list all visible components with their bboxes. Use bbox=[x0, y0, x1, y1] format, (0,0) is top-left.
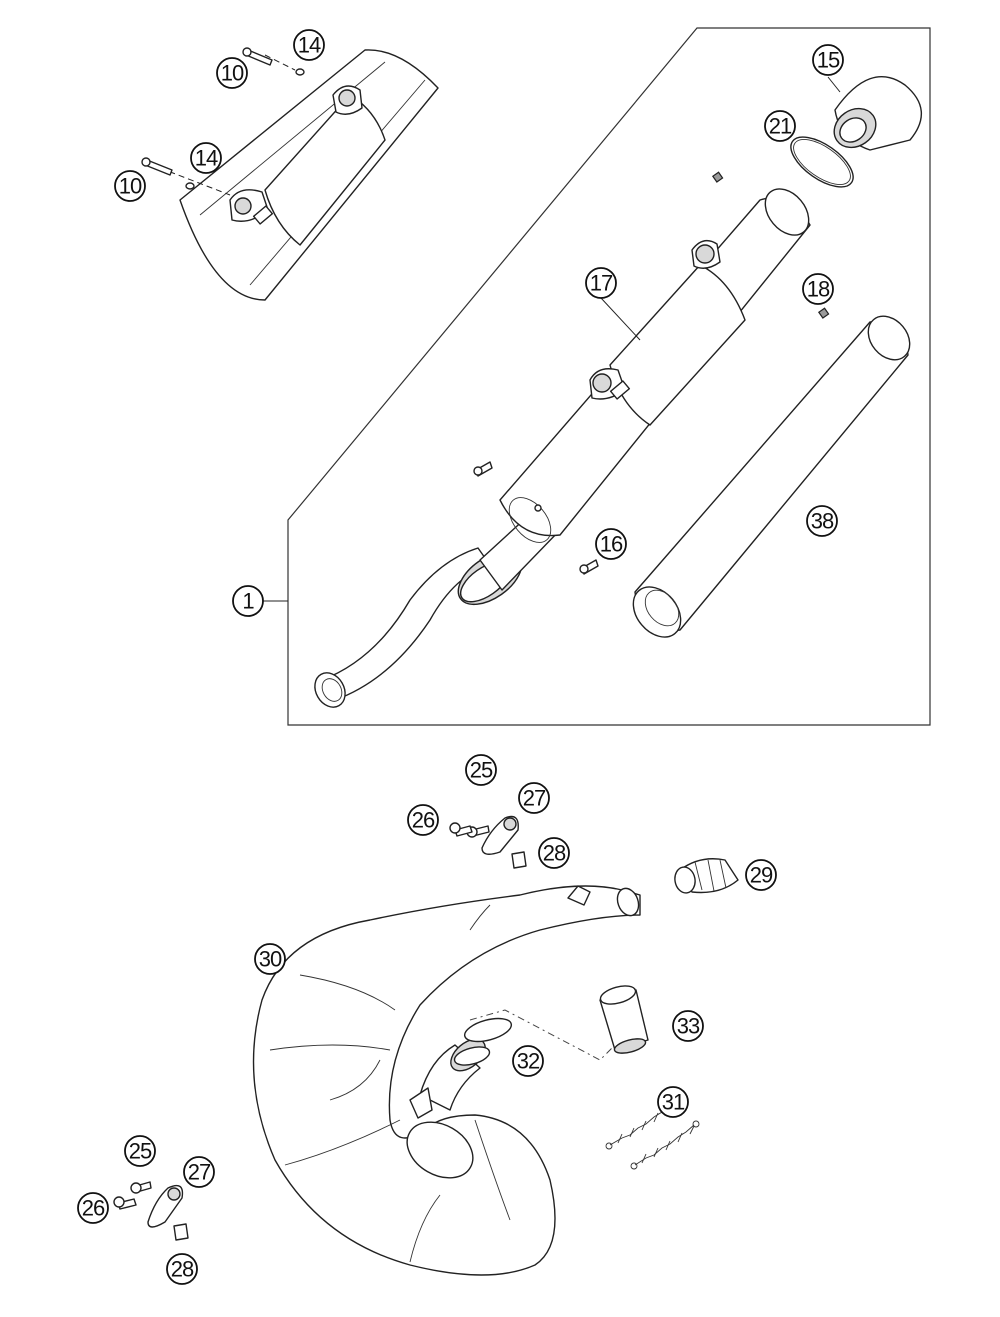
callout-26-upper: 26 bbox=[407, 804, 439, 836]
silencer-packing bbox=[632, 315, 911, 638]
callout-25-lower: 25 bbox=[124, 1135, 156, 1167]
callout-label: 14 bbox=[195, 146, 218, 171]
callout-label: 16 bbox=[600, 532, 623, 557]
silencer-assembly bbox=[314, 76, 923, 708]
callout-label: 15 bbox=[817, 48, 840, 73]
callout-17: 17 bbox=[585, 267, 617, 299]
callout-18: 18 bbox=[802, 273, 834, 305]
assembly-frame bbox=[287, 27, 931, 726]
callout-27-upper: 27 bbox=[518, 782, 550, 814]
callout-38: 38 bbox=[806, 505, 838, 537]
callout-label: 10 bbox=[119, 174, 142, 199]
callout-32: 32 bbox=[512, 1045, 544, 1077]
callout-label: 25 bbox=[470, 758, 493, 783]
callout-27-lower: 27 bbox=[183, 1156, 215, 1188]
callout-label: 33 bbox=[677, 1014, 700, 1039]
springs bbox=[605, 1100, 700, 1170]
callout-31: 31 bbox=[657, 1086, 689, 1118]
callout-14-upper: 14 bbox=[293, 29, 325, 61]
callout-label: 25 bbox=[129, 1139, 152, 1164]
callout-28-lower: 28 bbox=[166, 1253, 198, 1285]
callout-label: 26 bbox=[412, 808, 435, 833]
callout-15: 15 bbox=[812, 44, 844, 76]
callout-10-lower: 10 bbox=[114, 170, 146, 202]
upper-bracket-hardware bbox=[449, 815, 527, 869]
callout-label: 29 bbox=[750, 863, 773, 888]
callout-label: 1 bbox=[242, 589, 254, 614]
callout-label: 17 bbox=[590, 271, 613, 296]
exhaust-header-pipe bbox=[252, 885, 641, 1276]
callout-label: 18 bbox=[807, 277, 830, 302]
callout-label: 14 bbox=[298, 33, 321, 58]
callout-label: 26 bbox=[82, 1196, 105, 1221]
callout-label: 10 bbox=[221, 61, 244, 86]
callout-10-upper: 10 bbox=[216, 57, 248, 89]
callout-25-upper: 25 bbox=[465, 754, 497, 786]
lower-bracket-hardware bbox=[113, 1181, 189, 1241]
callout-label: 27 bbox=[523, 786, 546, 811]
header-o-ring bbox=[453, 1017, 513, 1066]
callout-label: 27 bbox=[188, 1160, 211, 1185]
callout-26-lower: 26 bbox=[77, 1192, 109, 1224]
callout-label: 21 bbox=[769, 114, 792, 139]
rubber-sleeve bbox=[674, 858, 739, 894]
callout-30: 30 bbox=[254, 943, 286, 975]
callout-label: 28 bbox=[543, 841, 566, 866]
guide-line bbox=[469, 1009, 621, 1061]
detail-clamp-on-tube bbox=[141, 47, 439, 301]
callout-28-upper: 28 bbox=[538, 837, 570, 869]
callout-14-lower: 14 bbox=[190, 142, 222, 174]
callout-label: 32 bbox=[517, 1049, 540, 1074]
callout-33: 33 bbox=[672, 1010, 704, 1042]
callout-16: 16 bbox=[595, 528, 627, 560]
callout-label: 31 bbox=[662, 1090, 685, 1115]
callout-label: 28 bbox=[171, 1257, 194, 1282]
callout-1: 1 bbox=[232, 585, 264, 617]
intake-flange bbox=[599, 985, 649, 1054]
leader-lines bbox=[263, 76, 841, 602]
callout-label: 38 bbox=[811, 509, 834, 534]
callout-21: 21 bbox=[764, 110, 796, 142]
callout-29: 29 bbox=[745, 859, 777, 891]
callout-label: 30 bbox=[259, 947, 282, 972]
